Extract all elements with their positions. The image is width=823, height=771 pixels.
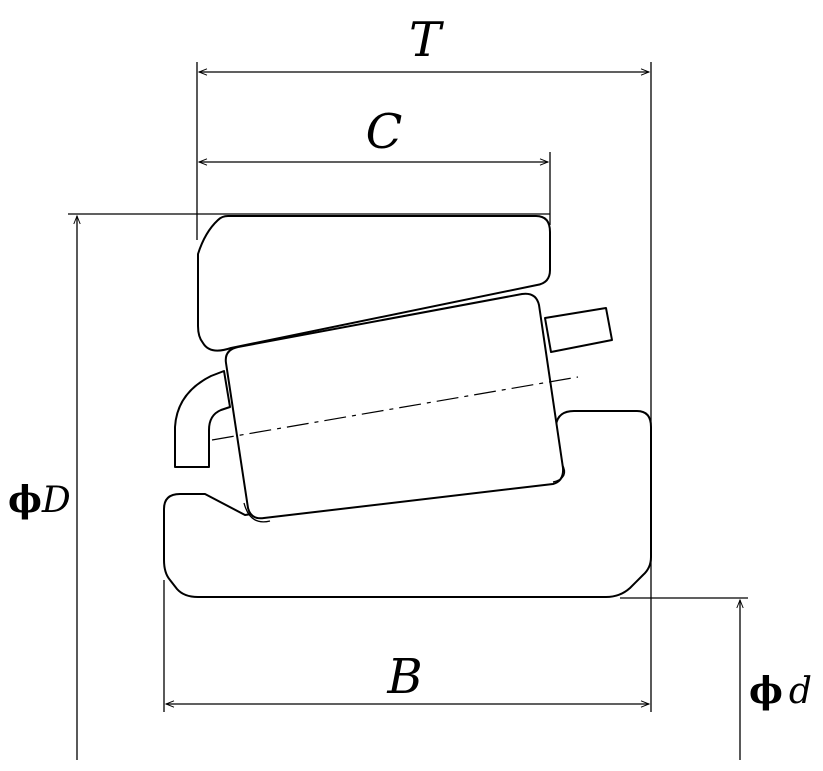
cage-small-end xyxy=(544,307,613,353)
extension-lines xyxy=(68,62,748,712)
label-T: T xyxy=(409,12,444,68)
label-D: D xyxy=(41,480,71,521)
tapered-roller xyxy=(224,292,565,520)
roller-end-fillet-lower xyxy=(243,502,271,523)
label-B: B xyxy=(386,649,422,705)
outer-ring xyxy=(197,215,551,352)
bearing-parts xyxy=(163,215,652,598)
inner-ring xyxy=(163,410,652,598)
phi-symbol-D: ϕ xyxy=(8,479,42,521)
label-outer-diameter: ϕD xyxy=(8,479,71,521)
label-d: d xyxy=(789,671,812,712)
roller-axis-centerline xyxy=(211,376,579,441)
label-C: C xyxy=(366,104,403,160)
dimension-lines xyxy=(73,68,744,760)
roller-end-fillet-upper xyxy=(552,463,566,483)
cage-large-end xyxy=(174,370,231,468)
phi-symbol-d: ϕ xyxy=(749,670,783,712)
